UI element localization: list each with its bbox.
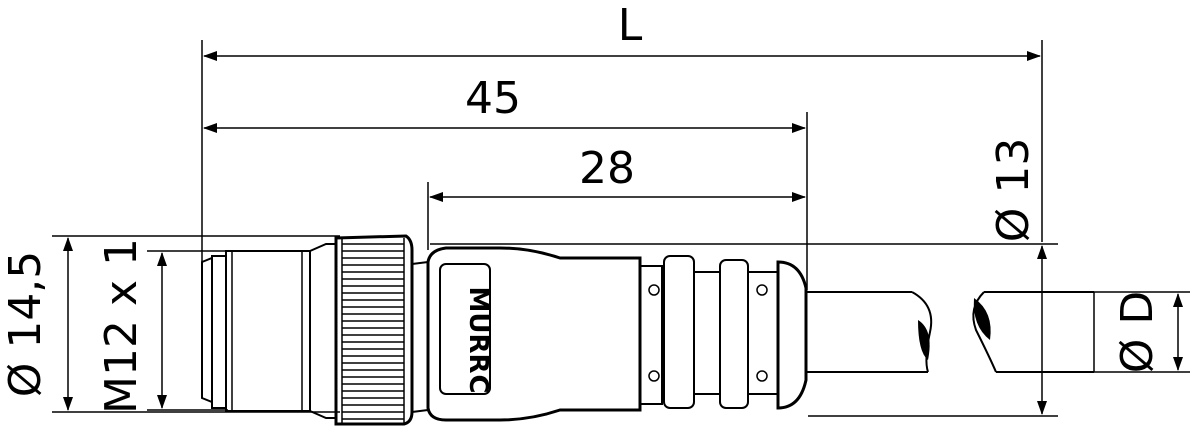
dimension-overmold-diameter: Ø 13 xyxy=(430,138,1058,417)
label-thread: M12 x 1 xyxy=(96,238,147,414)
cable xyxy=(806,291,1094,373)
dimension-outer-diameter: Ø 14,5 xyxy=(0,235,340,413)
overmold-body: MURR C xyxy=(411,246,808,422)
dimension-cable-diameter: Ø D xyxy=(1093,291,1190,374)
label-length-L: L xyxy=(618,0,643,51)
dimension-overall-length: L xyxy=(201,0,1043,262)
dimension-thread: M12 x 1 xyxy=(96,238,228,414)
series-letter: C xyxy=(463,374,493,393)
knurled-nut xyxy=(334,234,414,426)
dimension-length-45: 45 xyxy=(203,73,808,290)
dimension-length-28: 28 xyxy=(427,143,806,250)
threaded-end xyxy=(201,243,337,419)
label-outer-diameter: Ø 14,5 xyxy=(0,251,51,398)
label-length-28: 28 xyxy=(579,143,635,194)
logo-text: MURR xyxy=(463,286,493,373)
label-overmold-diameter: Ø 13 xyxy=(988,138,1039,243)
label-length-45: 45 xyxy=(465,73,521,124)
label-cable-diameter: Ø D xyxy=(1112,291,1163,374)
